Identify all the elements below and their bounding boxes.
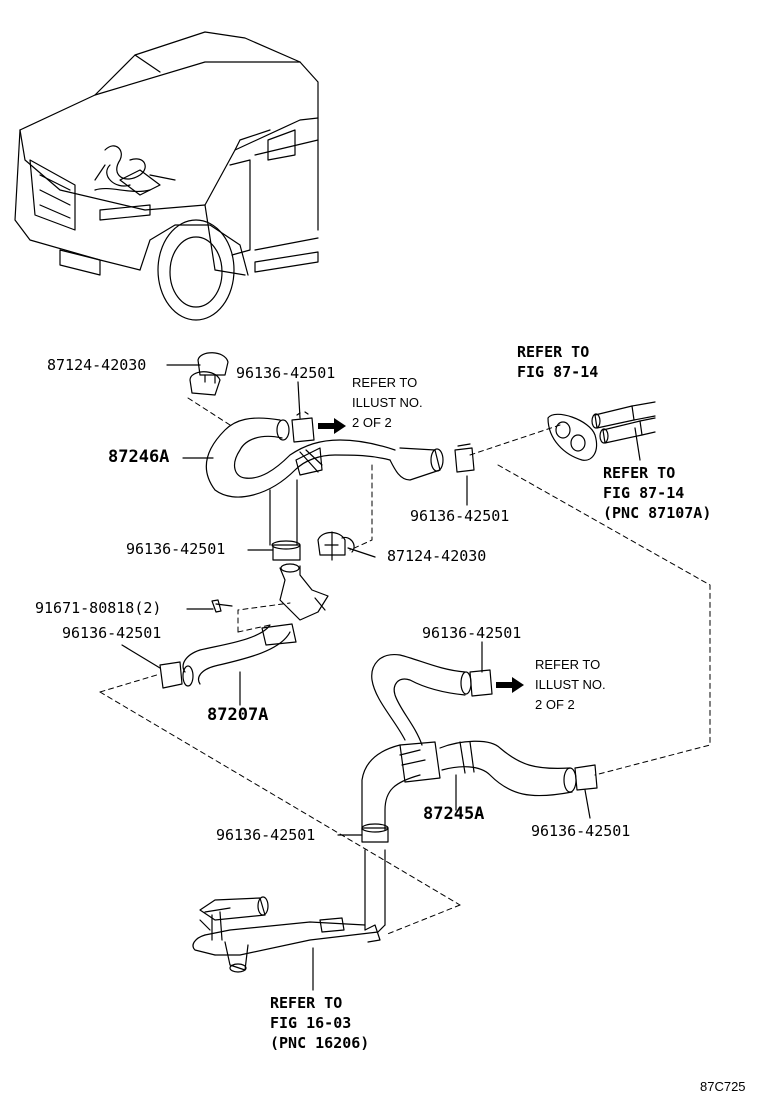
- part-number-clip-d[interactable]: 96136-42501: [62, 624, 162, 642]
- heater-pipe-illus: [192, 849, 386, 973]
- hose-87246a-illus: [205, 417, 444, 546]
- clip-upper-illus: [271, 411, 475, 561]
- part-number-clip-f[interactable]: 96136-42501: [216, 826, 316, 844]
- hose-87207a-illus: [159, 563, 329, 689]
- part-number-clamp-top[interactable]: 87124-42030: [47, 356, 147, 374]
- grommet-illus: [547, 401, 656, 461]
- part-number-clip-b[interactable]: 96136-42501: [410, 507, 510, 525]
- part-number-clip-c[interactable]: 96136-42501: [126, 540, 226, 558]
- arrow-icon: [496, 677, 524, 693]
- clamp-87124-top-illus: [189, 352, 229, 396]
- part-number-hose-short[interactable]: 87207A: [207, 705, 269, 725]
- part-number-clip-g[interactable]: 96136-42501: [531, 822, 631, 840]
- hose-87245a-illus: [361, 653, 598, 843]
- part-number-clamp-mid[interactable]: 87124-42030: [387, 547, 487, 565]
- illustration-code: 87C725: [700, 1079, 746, 1094]
- part-number-hose-upper[interactable]: 87246A: [108, 447, 170, 467]
- part-number-hose-lower[interactable]: 87245A: [423, 804, 485, 824]
- part-number-bolt[interactable]: 91671-80818(2): [35, 599, 162, 617]
- part-number-clip-a[interactable]: 96136-42501: [236, 364, 336, 382]
- clamp-87124-mid-illus: [317, 531, 355, 561]
- part-number-clip-e[interactable]: 96136-42501: [422, 624, 522, 642]
- vehicle-illustration: [14, 31, 319, 321]
- leader-lines: [121, 364, 641, 991]
- arrow-icon: [318, 418, 346, 434]
